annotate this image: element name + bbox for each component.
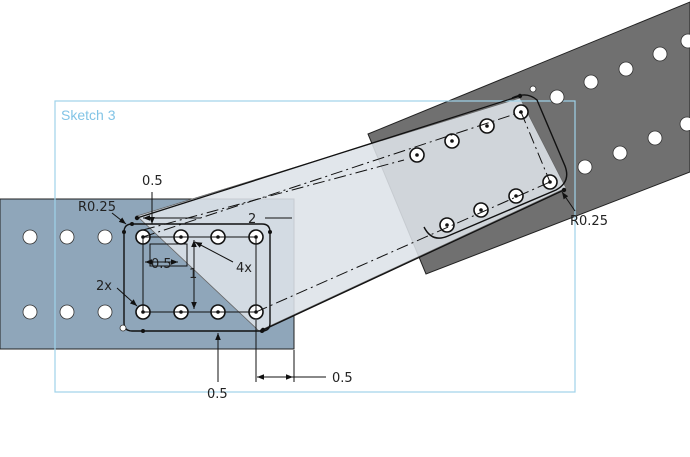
hole bbox=[22, 304, 38, 320]
hole bbox=[59, 304, 75, 320]
dim-offset-bottom[interactable]: 0.5 bbox=[207, 387, 228, 402]
right-sketch-profile[interactable] bbox=[423, 94, 568, 239]
dim-hole-count[interactable]: 4x bbox=[236, 261, 252, 276]
leader bbox=[561, 191, 576, 212]
leader bbox=[194, 241, 234, 263]
hole bbox=[59, 229, 75, 245]
dim-width[interactable]: 2 bbox=[248, 212, 256, 227]
construction-rect bbox=[142, 236, 257, 313]
sketch-points bbox=[122, 93, 567, 333]
inner-construction bbox=[149, 243, 188, 267]
dim-hole-pitch[interactable]: 0.5 bbox=[151, 257, 172, 272]
hole bbox=[97, 229, 113, 245]
right-hole-pattern[interactable] bbox=[409, 104, 558, 233]
dim-height[interactable]: 1 bbox=[189, 267, 197, 282]
dim-corner-radius-left[interactable]: R0.25 bbox=[78, 200, 116, 215]
dim-offset-top[interactable]: 0.5 bbox=[142, 174, 163, 189]
leader bbox=[116, 287, 138, 307]
point-marker bbox=[119, 324, 127, 332]
sketch-frame bbox=[54, 100, 576, 393]
slot-edge-bottom[interactable] bbox=[262, 189, 565, 331]
left-plate-holes bbox=[22, 229, 113, 320]
dim-row-count[interactable]: 2x bbox=[96, 279, 112, 294]
slot-edge-top[interactable] bbox=[136, 95, 521, 219]
sketch-label[interactable]: Sketch 3 bbox=[61, 107, 116, 123]
leader bbox=[111, 212, 127, 225]
hole bbox=[22, 229, 38, 245]
dim-corner-radius-right[interactable]: R0.25 bbox=[570, 214, 608, 229]
dim-offset-right[interactable]: 0.5 bbox=[332, 371, 353, 386]
right-plate-holes bbox=[529, 33, 690, 175]
hole bbox=[97, 304, 113, 320]
